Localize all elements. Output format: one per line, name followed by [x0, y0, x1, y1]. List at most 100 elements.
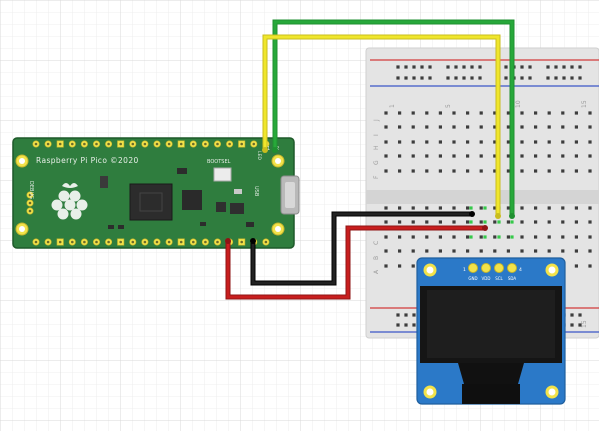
component-r1 — [108, 225, 114, 229]
rail-hole — [578, 76, 582, 80]
breadboard-hole — [384, 220, 388, 224]
pico-pin-hole — [192, 142, 195, 146]
breadboard-hole — [547, 206, 551, 210]
pico-pin-hole — [71, 142, 74, 146]
row-letter-c: C — [373, 241, 380, 245]
pico-pin-hole — [83, 240, 86, 244]
breadboard-hole — [466, 125, 470, 129]
breadboard-hole — [520, 140, 524, 144]
pico-pin-hole — [155, 240, 159, 244]
breadboard-hole — [506, 125, 510, 129]
breadboard-hole — [466, 169, 470, 173]
sda-wire[interactable] — [273, 20, 514, 216]
breadboard-hole — [466, 235, 470, 239]
breadboard-hole — [574, 220, 578, 224]
breadboard-hole — [438, 220, 442, 224]
breadboard-hole — [547, 140, 551, 144]
oled-pin-scl[interactable] — [494, 263, 504, 273]
pico-label: Raspberry Pi Pico ©2020 — [36, 156, 139, 165]
mounting-hole-bottom-left-inner — [19, 226, 25, 232]
breadboard-hole — [506, 140, 510, 144]
row-letter-j: J — [373, 119, 380, 122]
oled-pin-gnd[interactable] — [468, 263, 478, 273]
breadboard-hole — [479, 154, 483, 158]
breadboard-hole — [438, 140, 442, 144]
scl-wire[interactable] — [263, 35, 500, 216]
rail-hole — [554, 65, 558, 69]
component-q1 — [216, 202, 226, 212]
rail-hole — [470, 76, 474, 80]
gnd-wire-start — [250, 238, 256, 244]
breadboard-hole — [506, 235, 510, 239]
scl-wire-end — [495, 213, 501, 219]
breadboard-hole — [425, 169, 429, 173]
pico-pin-hole — [252, 142, 256, 146]
breadboard-hole — [466, 111, 470, 115]
breadboard-hole-connected — [510, 235, 514, 239]
breadboard-hole — [574, 264, 578, 268]
breadboard-hole — [384, 125, 388, 129]
wires — [225, 19, 515, 300]
breadboard-hole — [398, 249, 402, 253]
rail-hole — [528, 76, 532, 80]
breadboard-hole — [479, 125, 483, 129]
pico-pin-hole — [58, 240, 62, 244]
col-number-15-bottom: 15 — [581, 320, 588, 328]
breadboard-hole — [438, 206, 442, 210]
breadboard-hole — [398, 235, 402, 239]
gnd-wire[interactable] — [251, 212, 472, 285]
rail-hole — [412, 76, 416, 80]
breadboard-hole — [384, 249, 388, 253]
breadboard-hole — [506, 169, 510, 173]
breadboard-hole — [561, 220, 565, 224]
breadboard-hole-connected — [469, 235, 473, 239]
breadboard-hole — [506, 206, 510, 210]
breadboard-hole — [411, 111, 415, 115]
oled-pin-vdd[interactable] — [481, 263, 491, 273]
breadboard-hole — [466, 206, 470, 210]
usb-port-inner — [285, 182, 295, 208]
breadboard-hole — [534, 206, 538, 210]
pico-pin-hole — [264, 240, 268, 244]
oled-pin-number-4: 4 — [519, 267, 522, 273]
breadboard-hole — [574, 111, 578, 115]
rail-hole — [562, 76, 566, 80]
breadboard-hole — [479, 111, 483, 115]
breadboard-hole — [438, 249, 442, 253]
breadboard-hole-connected — [483, 206, 487, 210]
breadboard-hole — [452, 154, 456, 158]
breadboard-hole — [520, 249, 524, 253]
component-reg — [230, 203, 244, 214]
oled-hole-top-right-inner — [548, 266, 556, 274]
breadboard-hole — [561, 111, 565, 115]
breadboard-hole — [588, 220, 592, 224]
breadboard-hole — [547, 154, 551, 158]
breadboard-hole — [506, 154, 510, 158]
pico-pin-hole — [179, 240, 183, 244]
oled-display[interactable]: 1 4 GND VDD SCL SDA — [416, 257, 566, 405]
rail-hole — [396, 65, 400, 69]
breadboard-hole — [479, 235, 483, 239]
breadboard-hole — [438, 125, 442, 129]
vdd-wire[interactable] — [226, 226, 485, 299]
oled-label-sda: SDA — [508, 276, 517, 281]
pico-pin-hole — [119, 240, 122, 244]
breadboard-hole — [520, 111, 524, 115]
rail-hole — [478, 65, 482, 69]
oled-hole-top-left-inner — [426, 266, 434, 274]
raspberry-pi-pico[interactable]: Raspberry Pi Pico ©2020 BOOTSEL DEBUG US… — [12, 137, 300, 249]
col-number-15: 15 — [581, 100, 588, 108]
breadboard-hole — [398, 140, 402, 144]
breadboard-hole — [425, 220, 429, 224]
pico-pin-hole — [131, 240, 135, 244]
breadboard-hole — [561, 154, 565, 158]
rail-hole — [578, 323, 582, 327]
breadboard-hole — [384, 264, 388, 268]
breadboard-hole — [411, 206, 415, 210]
bootsel-button[interactable] — [213, 167, 232, 182]
breadboard-hole — [547, 125, 551, 129]
breadboard-hole — [479, 206, 483, 210]
rail-hole — [446, 65, 450, 69]
oled-pin-sda[interactable] — [507, 263, 517, 273]
rail-hole — [404, 323, 408, 327]
